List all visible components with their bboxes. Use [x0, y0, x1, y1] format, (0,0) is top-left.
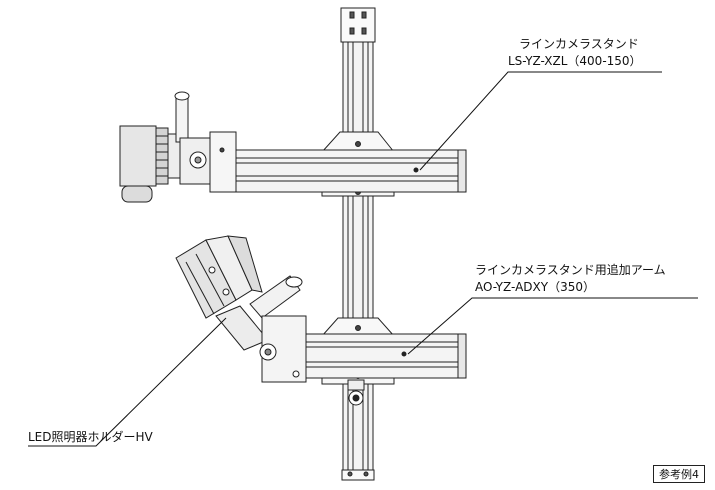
- stand-name-label: ラインカメラスタンド: [519, 37, 639, 51]
- leader-lines: [28, 71, 698, 447]
- lower-horizontal-arm: [303, 333, 467, 379]
- clamp-knob: [347, 379, 365, 406]
- led-light-holder-assembly: [175, 235, 307, 383]
- reference-badge: 参考例4: [653, 465, 705, 483]
- vertical-column: [340, 7, 376, 481]
- stand-leader-line: [419, 71, 662, 171]
- upper-camera-assembly: [119, 91, 237, 203]
- light-holder-leader-line: [28, 317, 227, 447]
- light-holder-label: LED照明器ホルダーHV: [28, 430, 153, 444]
- stand-model-label: LS-YZ-XZL（400-150）: [508, 54, 642, 68]
- arm-leader-line: [407, 297, 698, 355]
- arm-name-label: ラインカメラスタンド用追加アーム: [475, 263, 666, 277]
- arm-model-label: AO-YZ-ADXY（350）: [475, 280, 595, 294]
- upper-horizontal-arm: [226, 149, 467, 193]
